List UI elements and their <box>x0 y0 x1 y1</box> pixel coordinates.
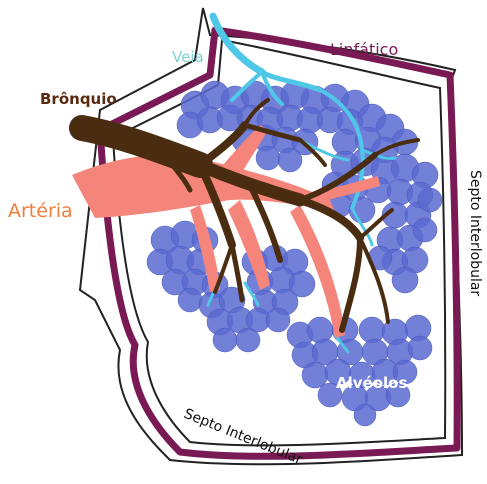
label-bronquio: Brônquio <box>40 90 117 108</box>
label-arteria: Artéria <box>8 200 73 222</box>
label-veia: Veia <box>172 48 204 66</box>
label-linfatico: Linfático <box>330 40 398 59</box>
label-alveolos: Alvéolos <box>336 374 407 392</box>
alveoli-cluster-lower <box>287 315 432 426</box>
label-septo-interlobular-right: Septo Interlobular <box>467 170 483 296</box>
